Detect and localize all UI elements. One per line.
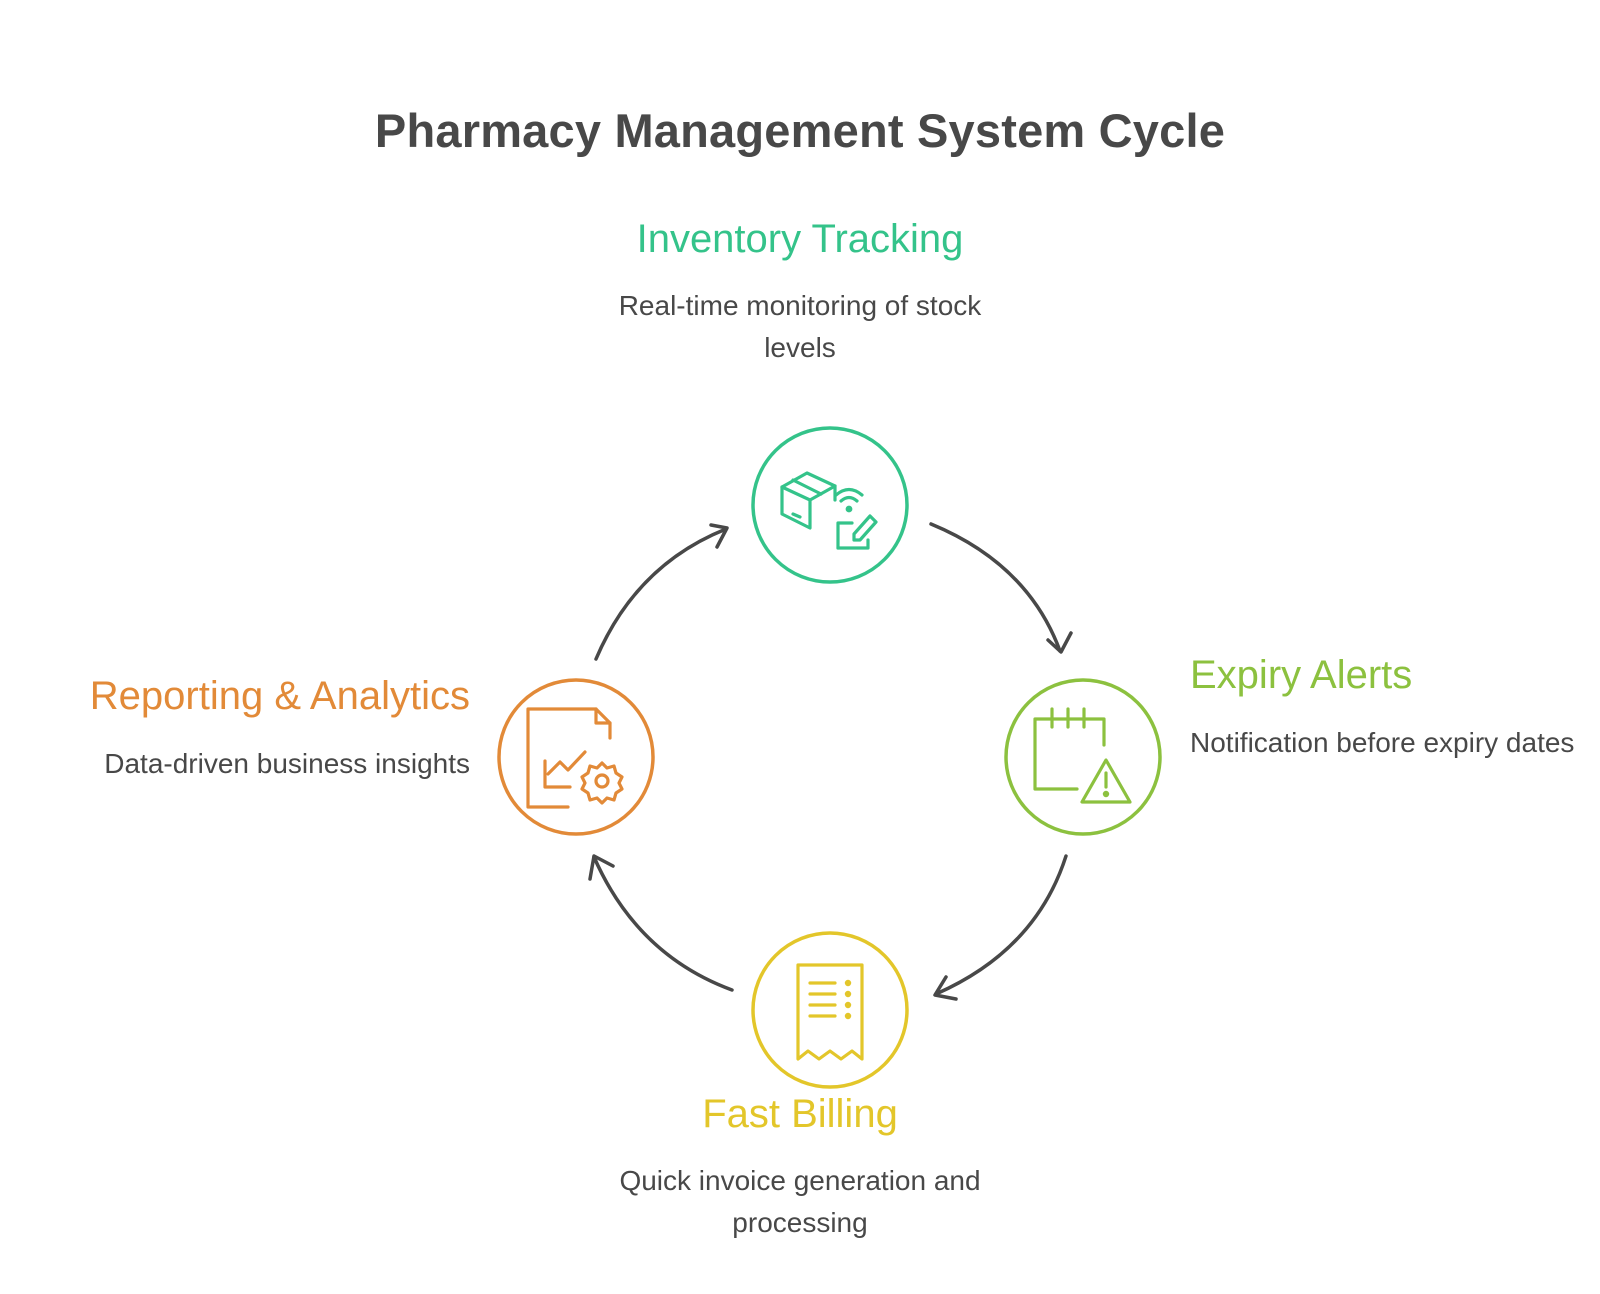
inventory-tracking-description: Real-time monitoring of stock levels	[618, 290, 982, 363]
fast-billing-heading: Fast Billing	[702, 1092, 898, 1136]
arrowhead-inventory-to-expiry	[1046, 631, 1073, 654]
inventory-node-circle	[751, 426, 909, 584]
reporting-analytics-node	[497, 678, 655, 836]
fast-billing-node	[751, 931, 909, 1089]
expiry-alerts-node	[1004, 678, 1162, 836]
fast-billing-description: Quick invoice generation and processing	[619, 1165, 981, 1238]
expiry-node-circle	[1004, 678, 1162, 836]
arrow-reporting-to-inventory	[594, 527, 728, 661]
expiry-alerts-heading: Expiry Alerts	[1190, 653, 1413, 697]
arrow-inventory-to-expiry	[929, 522, 1062, 653]
expiry-alerts-description: Notification before expiry dates	[1190, 727, 1575, 758]
arrow-billing-to-reporting	[592, 855, 734, 992]
cycle-arrows	[588, 522, 1073, 1001]
calendar-warning-icon	[1033, 707, 1132, 804]
reporting-node-circle	[497, 678, 655, 836]
package-tracking-icon	[780, 471, 878, 550]
arrowhead-reporting-to-inventory	[709, 523, 729, 549]
arrowhead-billing-to-reporting	[588, 854, 615, 881]
billing-node-circle	[751, 931, 909, 1089]
inventory-tracking-heading: Inventory Tracking	[636, 217, 964, 261]
receipt-icon	[796, 963, 864, 1061]
diagram-title: Pharmacy Management System Cycle	[374, 104, 1226, 157]
arrow-expiry-to-billing	[934, 854, 1068, 996]
reporting-analytics-description: Data-driven business insights	[104, 748, 470, 779]
reporting-analytics-heading: Reporting & Analytics	[89, 674, 470, 718]
report-gear-icon	[526, 707, 624, 809]
inventory-tracking-node	[751, 426, 909, 584]
arrowhead-expiry-to-billing	[933, 975, 958, 1001]
